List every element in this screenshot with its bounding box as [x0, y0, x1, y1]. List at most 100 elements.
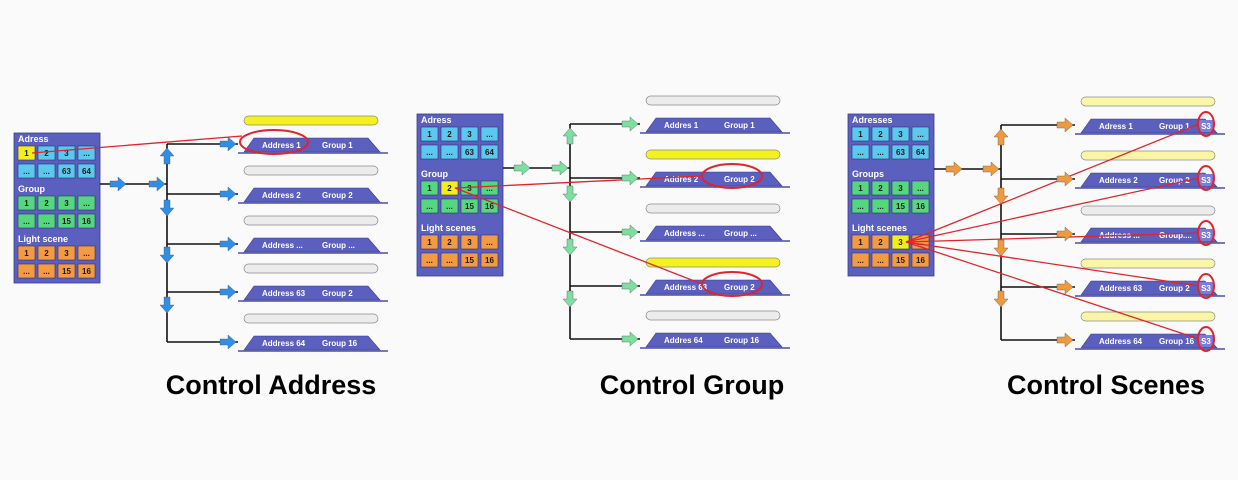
panel-button[interactable] [851, 144, 870, 160]
panel-button[interactable] [37, 213, 56, 229]
panel-button[interactable] [891, 252, 910, 268]
panel-button[interactable] [77, 263, 96, 279]
panel-button[interactable] [440, 234, 459, 250]
panel-button[interactable] [460, 198, 479, 214]
panel-button[interactable] [460, 144, 479, 160]
panel-button[interactable] [851, 252, 870, 268]
panel-button[interactable] [57, 195, 76, 211]
panel-button[interactable] [57, 163, 76, 179]
control-link [454, 175, 703, 189]
panel-button[interactable] [420, 198, 439, 214]
panel-button[interactable] [460, 234, 479, 250]
panel-button[interactable] [440, 144, 459, 160]
panel-button[interactable] [891, 198, 910, 214]
panel-button[interactable] [77, 213, 96, 229]
panel-button[interactable] [37, 163, 56, 179]
panel-button[interactable] [57, 213, 76, 229]
panel-button[interactable] [57, 263, 76, 279]
panel-button[interactable] [17, 213, 36, 229]
panel-button[interactable] [911, 180, 930, 196]
panel-button[interactable] [57, 245, 76, 261]
panel-button[interactable] [891, 144, 910, 160]
panel-button[interactable] [17, 263, 36, 279]
device-group-label: Group ... [724, 229, 757, 238]
device-address-label: Address 64 [262, 339, 306, 348]
panel-button[interactable] [911, 198, 930, 214]
device-scene-label: S3 [1201, 231, 1211, 240]
panel-button[interactable] [420, 144, 439, 160]
panel-button[interactable] [420, 252, 439, 268]
panel-button[interactable] [871, 234, 890, 250]
panel-button[interactable] [420, 126, 439, 142]
panel-button[interactable] [420, 234, 439, 250]
device-status-bar [243, 215, 379, 226]
panel-button[interactable] [460, 126, 479, 142]
panel-button[interactable] [77, 163, 96, 179]
device-group-label: Group 1 [724, 121, 755, 130]
caption-control-scenes: Control Scenes [1006, 370, 1206, 400]
panel-button[interactable] [440, 126, 459, 142]
panel-button[interactable] [480, 126, 499, 142]
device-group-label: Group 2 [724, 175, 755, 184]
device-scene-label: S3 [1201, 337, 1211, 346]
panel-button[interactable] [871, 180, 890, 196]
panel-button[interactable] [420, 180, 439, 196]
panel-button[interactable] [480, 180, 499, 196]
panel-button[interactable] [871, 126, 890, 142]
panel-button[interactable] [851, 126, 870, 142]
panel-button-label: ... [486, 130, 493, 139]
panel-button-label: 3 [898, 238, 903, 247]
feed-arrow [513, 160, 531, 176]
panel-button-label: ... [83, 199, 90, 208]
ballast-device [243, 335, 381, 351]
panel-button[interactable] [871, 252, 890, 268]
panel-button[interactable] [37, 195, 56, 211]
panel-button-label: 16 [82, 217, 91, 226]
feed-arrow [982, 161, 1000, 177]
panel-button[interactable] [891, 180, 910, 196]
panel-button[interactable] [911, 252, 930, 268]
branch-arrow [219, 186, 237, 202]
panel-button[interactable] [911, 144, 930, 160]
panel-button[interactable] [871, 144, 890, 160]
bus-arrow [159, 246, 175, 264]
panel-section-title: Group [18, 184, 45, 194]
panel-button[interactable] [891, 126, 910, 142]
panel-button[interactable] [17, 163, 36, 179]
panel-button-label: 15 [62, 267, 71, 276]
panel-button[interactable] [77, 245, 96, 261]
panel-button[interactable] [17, 245, 36, 261]
branch-arrow [621, 278, 639, 294]
panel-button[interactable] [37, 245, 56, 261]
panel-button[interactable] [480, 252, 499, 268]
panel-button[interactable] [17, 195, 36, 211]
bus-arrow [993, 187, 1009, 205]
device-status-bar [1080, 258, 1216, 269]
panel-button[interactable] [851, 198, 870, 214]
panel-button[interactable] [460, 252, 479, 268]
panel-button[interactable] [480, 144, 499, 160]
panel-button[interactable] [440, 252, 459, 268]
panel-button[interactable] [911, 126, 930, 142]
caption-control-address: Control Address [165, 370, 377, 400]
panel-button[interactable] [480, 234, 499, 250]
panel-button[interactable] [440, 198, 459, 214]
panel-section-title: Light scene [18, 234, 68, 244]
panel-button-label: 15 [465, 256, 474, 265]
branch-arrow [1056, 117, 1074, 133]
panel-button[interactable] [77, 195, 96, 211]
panel-button-label: 16 [82, 267, 91, 276]
panel-button-label: ... [446, 256, 453, 265]
device-group-label: Group 2 [1159, 284, 1190, 293]
panel-section-title: Light scenes [421, 223, 476, 233]
device-scene-label: S3 [1201, 284, 1211, 293]
bus-arrow [159, 147, 175, 165]
panel-button[interactable] [37, 263, 56, 279]
panel-button[interactable] [871, 198, 890, 214]
ballast-device [1080, 172, 1218, 188]
panel-button[interactable] [851, 234, 870, 250]
panel-button-label: ... [43, 267, 50, 276]
branch-arrow [219, 284, 237, 300]
panel-button[interactable] [851, 180, 870, 196]
